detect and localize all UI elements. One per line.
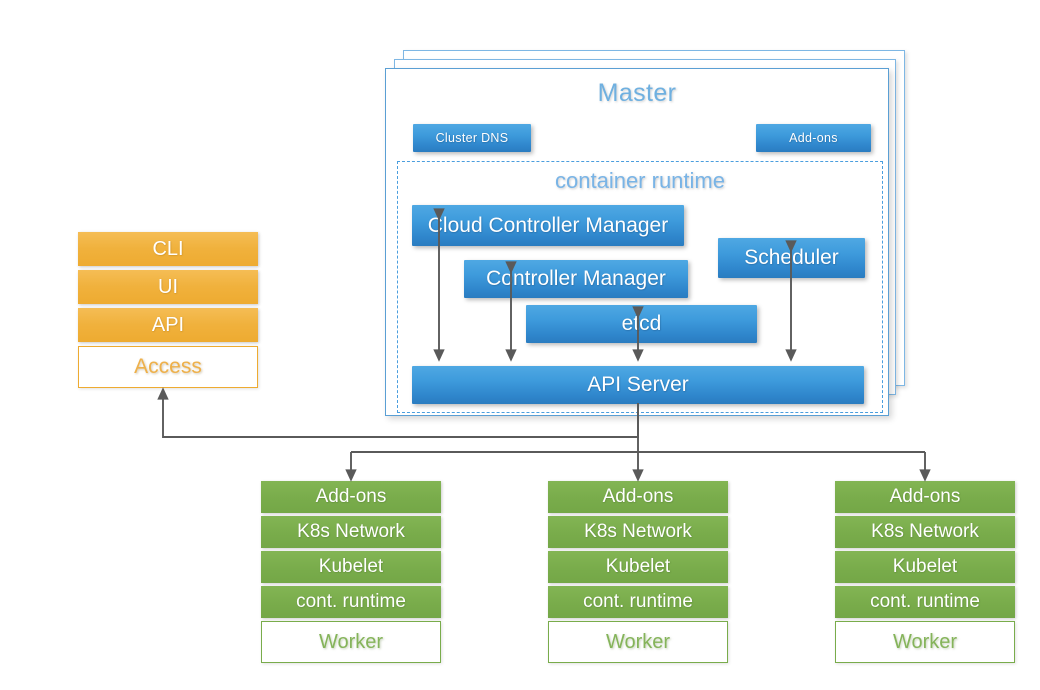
etcd-box[interactable]: etcd xyxy=(526,305,757,343)
master-addons-label: Add-ons xyxy=(789,131,838,145)
worker-node-1-row-kubelet[interactable]: Kubelet xyxy=(261,551,441,583)
worker-node-1-row-addons[interactable]: Add-ons xyxy=(261,481,441,513)
controller-manager-box[interactable]: Controller Manager xyxy=(464,260,688,298)
worker-node-3-row-runtime-label: cont. runtime xyxy=(870,591,980,612)
worker-node-1: Add-ons K8s Network Kubelet cont. runtim… xyxy=(261,481,441,663)
container-runtime-title: container runtime xyxy=(555,168,725,193)
worker-node-3-row-addons-label: Add-ons xyxy=(889,486,961,507)
worker-node-1-row-addons-label: Add-ons xyxy=(315,486,387,507)
worker-node-3-row-addons[interactable]: Add-ons xyxy=(835,481,1015,513)
worker-node-1-row-runtime-label: cont. runtime xyxy=(296,591,406,612)
worker-node-3-footer-label: Worker xyxy=(892,630,958,653)
worker-node-3: Add-ons K8s Network Kubelet cont. runtim… xyxy=(835,481,1015,663)
worker-node-2-row-addons[interactable]: Add-ons xyxy=(548,481,728,513)
worker-node-2-row-network-label: K8s Network xyxy=(584,521,692,542)
worker-node-3-row-network-label: K8s Network xyxy=(871,521,979,542)
master-title: Master xyxy=(597,79,677,107)
api-server-box[interactable]: API Server xyxy=(412,366,864,404)
master-cluster-dns-box[interactable]: Cluster DNS xyxy=(413,124,531,152)
worker-node-1-row-network[interactable]: K8s Network xyxy=(261,516,441,548)
cloud-controller-manager-box[interactable]: Cloud Controller Manager xyxy=(412,205,684,246)
etcd-label: etcd xyxy=(621,312,662,335)
worker-node-3-row-kubelet-label: Kubelet xyxy=(892,556,958,577)
scheduler-box[interactable]: Scheduler xyxy=(718,238,865,278)
master-cluster-dns-label: Cluster DNS xyxy=(435,131,509,145)
worker-node-2-row-kubelet[interactable]: Kubelet xyxy=(548,551,728,583)
access-footer[interactable]: Access xyxy=(78,346,258,388)
worker-node-1-footer[interactable]: Worker xyxy=(261,621,441,663)
worker-node-3-footer[interactable]: Worker xyxy=(835,621,1015,663)
access-stack: CLI UI API Access xyxy=(78,232,258,390)
worker-node-2-row-addons-label: Add-ons xyxy=(602,486,674,507)
worker-node-2-footer-label: Worker xyxy=(605,630,671,653)
access-row-api-label: API xyxy=(151,313,185,336)
access-row-ui-label: UI xyxy=(158,275,178,298)
worker-node-3-row-network[interactable]: K8s Network xyxy=(835,516,1015,548)
master-addons-box[interactable]: Add-ons xyxy=(756,124,871,152)
access-row-cli-label: CLI xyxy=(152,237,184,260)
worker-node-2: Add-ons K8s Network Kubelet cont. runtim… xyxy=(548,481,728,663)
worker-node-2-row-runtime[interactable]: cont. runtime xyxy=(548,586,728,618)
cloud-controller-manager-label: Cloud Controller Manager xyxy=(427,213,669,237)
access-row-ui[interactable]: UI xyxy=(78,270,258,304)
worker-node-1-row-kubelet-label: Kubelet xyxy=(318,556,384,577)
worker-node-3-row-runtime[interactable]: cont. runtime xyxy=(835,586,1015,618)
worker-node-2-row-runtime-label: cont. runtime xyxy=(583,591,693,612)
worker-node-1-row-runtime[interactable]: cont. runtime xyxy=(261,586,441,618)
worker-node-2-row-kubelet-label: Kubelet xyxy=(605,556,671,577)
access-footer-label: Access xyxy=(134,355,202,378)
access-row-api[interactable]: API xyxy=(78,308,258,342)
controller-manager-label: Controller Manager xyxy=(486,267,666,290)
worker-node-2-row-network[interactable]: K8s Network xyxy=(548,516,728,548)
api-server-label: API Server xyxy=(587,373,689,396)
scheduler-label: Scheduler xyxy=(744,246,839,269)
worker-node-1-footer-label: Worker xyxy=(318,630,384,653)
access-row-cli[interactable]: CLI xyxy=(78,232,258,266)
master-panel[interactable]: Master Cluster DNS Add-ons container run… xyxy=(385,68,889,416)
worker-node-1-row-network-label: K8s Network xyxy=(297,521,405,542)
worker-node-3-row-kubelet[interactable]: Kubelet xyxy=(835,551,1015,583)
worker-node-2-footer[interactable]: Worker xyxy=(548,621,728,663)
container-runtime-box: container runtime xyxy=(397,161,883,413)
